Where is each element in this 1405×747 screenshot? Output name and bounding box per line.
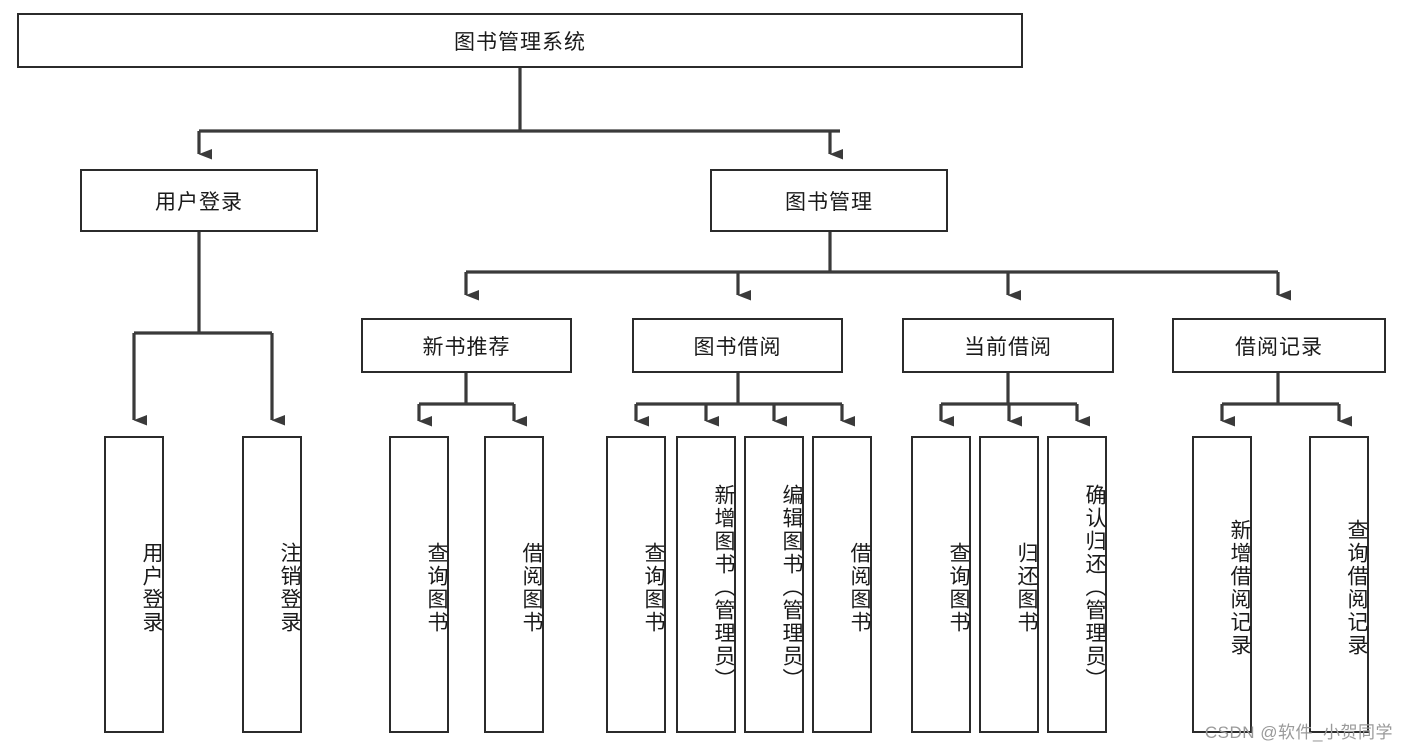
node-new-book-rec[interactable]: 新书推荐 bbox=[361, 318, 572, 373]
node-leaf-return-book[interactable]: 归还图书 bbox=[979, 436, 1039, 733]
node-leaf-query-book-3[interactable]: 查询图书 bbox=[911, 436, 971, 733]
node-new-book-rec-label: 新书推荐 bbox=[422, 335, 511, 359]
node-leaf-query-book-1-label: 查询图书 bbox=[425, 541, 448, 634]
node-leaf-add-record-label: 新增借阅记录 bbox=[1228, 518, 1251, 657]
node-leaf-query-book-2-label: 查询图书 bbox=[642, 541, 665, 634]
node-root[interactable]: 图书管理系统 bbox=[17, 13, 1023, 68]
node-leaf-return-book-label: 归还图书 bbox=[1015, 541, 1038, 634]
node-leaf-add-book[interactable]: 新增图书（管理员） bbox=[676, 436, 736, 733]
node-leaf-borrow-book-1-label: 借阅图书 bbox=[520, 541, 543, 634]
node-leaf-confirm-return[interactable]: 确认归还（管理员） bbox=[1047, 436, 1107, 733]
node-root-label: 图书管理系统 bbox=[454, 30, 586, 54]
node-leaf-add-record[interactable]: 新增借阅记录 bbox=[1192, 436, 1252, 733]
node-book-borrow[interactable]: 图书借阅 bbox=[632, 318, 843, 373]
node-book-manage[interactable]: 图书管理 bbox=[710, 169, 948, 232]
node-leaf-query-book-1[interactable]: 查询图书 bbox=[389, 436, 449, 733]
node-leaf-user-logout-label: 注销登录 bbox=[278, 541, 301, 634]
node-leaf-query-record-label: 查询借阅记录 bbox=[1345, 518, 1368, 657]
node-current-borrow[interactable]: 当前借阅 bbox=[902, 318, 1114, 373]
node-leaf-user-login[interactable]: 用户登录 bbox=[104, 436, 164, 733]
node-current-borrow-label: 当前借阅 bbox=[964, 335, 1052, 359]
node-leaf-user-login-label: 用户登录 bbox=[140, 541, 163, 634]
node-user-login-label: 用户登录 bbox=[155, 190, 243, 214]
node-leaf-edit-book[interactable]: 编辑图书（管理员） bbox=[744, 436, 804, 733]
node-book-borrow-label: 图书借阅 bbox=[693, 335, 782, 359]
node-leaf-edit-book-label: 编辑图书（管理员） bbox=[780, 484, 803, 691]
node-book-manage-label: 图书管理 bbox=[785, 190, 873, 214]
node-leaf-query-record[interactable]: 查询借阅记录 bbox=[1309, 436, 1369, 733]
node-borrow-record-label: 借阅记录 bbox=[1235, 335, 1323, 359]
node-leaf-borrow-book-2-label: 借阅图书 bbox=[848, 541, 871, 634]
node-borrow-record[interactable]: 借阅记录 bbox=[1172, 318, 1386, 373]
node-leaf-borrow-book-2[interactable]: 借阅图书 bbox=[812, 436, 872, 733]
node-leaf-query-book-2[interactable]: 查询图书 bbox=[606, 436, 666, 733]
node-leaf-query-book-3-label: 查询图书 bbox=[947, 541, 970, 634]
node-leaf-user-logout[interactable]: 注销登录 bbox=[242, 436, 302, 733]
node-leaf-borrow-book-1[interactable]: 借阅图书 bbox=[484, 436, 544, 733]
node-leaf-confirm-return-label: 确认归还（管理员） bbox=[1083, 484, 1106, 691]
node-user-login[interactable]: 用户登录 bbox=[80, 169, 318, 232]
node-leaf-add-book-label: 新增图书（管理员） bbox=[712, 484, 735, 691]
